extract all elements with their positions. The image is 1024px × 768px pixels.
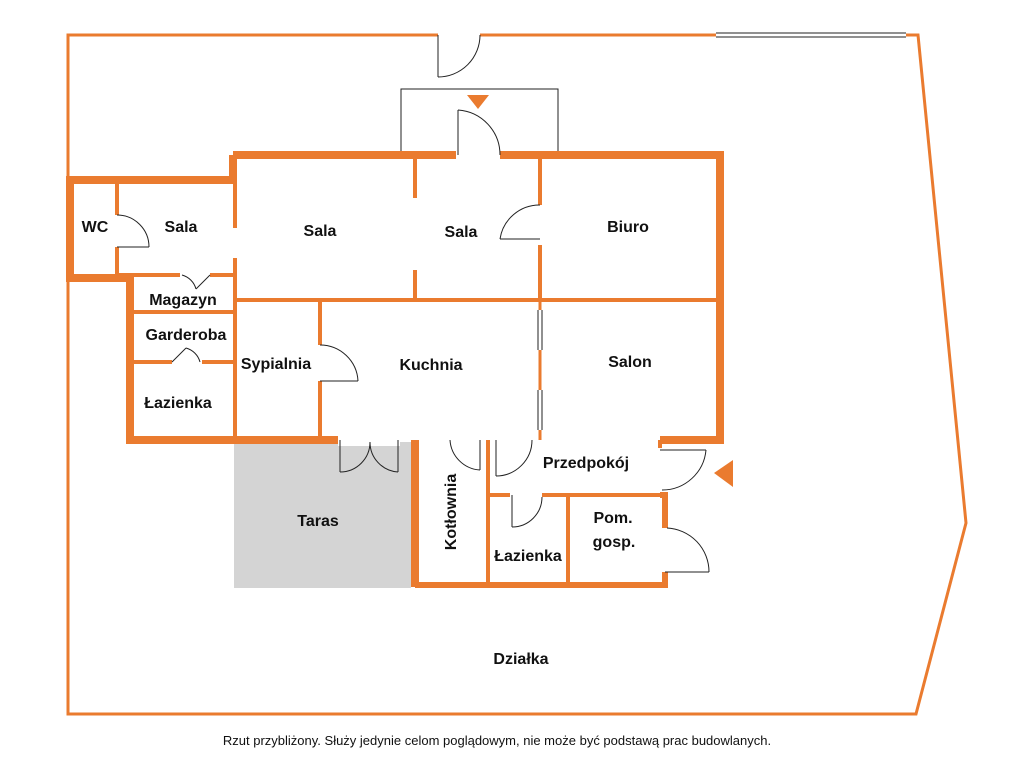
- room-label-dzialka: Działka: [493, 651, 548, 668]
- entrance-triangle-left-icon: [714, 460, 733, 487]
- room-label-pom-gosp-line1: Pom.: [593, 510, 632, 527]
- room-label-przedpokoj: Przedpokój: [543, 455, 629, 472]
- door-swings: [116, 109, 710, 573]
- room-label-magazyn: Magazyn: [149, 292, 217, 309]
- footer-disclaimer: Rzut przybliżony. Służy jedynie celom po…: [223, 733, 771, 748]
- fence-gate: [716, 31, 906, 39]
- gate-opening: [438, 31, 480, 39]
- room-label-sala-right: Sala: [445, 224, 478, 241]
- room-label-garderoba: Garderoba: [146, 327, 227, 344]
- plot-boundary: [66, 33, 968, 716]
- door-openings: [112, 148, 670, 572]
- room-label-lazienka-right: Łazienka: [494, 548, 562, 565]
- room-label-kotlownia: Kotłownia: [443, 474, 460, 551]
- porch-outline: [400, 88, 559, 152]
- room-label-sypialnia: Sypialnia: [241, 356, 311, 373]
- room-label-kuchnia: Kuchnia: [399, 357, 462, 374]
- room-label-sala-middle: Sala: [304, 223, 337, 240]
- entrance-triangle-down-icon: [467, 95, 489, 109]
- room-label-sala-small: Sala: [165, 219, 198, 236]
- room-label-lazienka-left: Łazienka: [144, 395, 212, 412]
- room-label-biuro: Biuro: [607, 219, 649, 236]
- room-label-wc: WC: [82, 219, 109, 236]
- room-label-salon: Salon: [608, 354, 652, 371]
- room-label-taras: Taras: [297, 513, 339, 530]
- room-label-pom-gosp-line2: gosp.: [593, 534, 636, 551]
- gate-door-swing: [437, 34, 481, 78]
